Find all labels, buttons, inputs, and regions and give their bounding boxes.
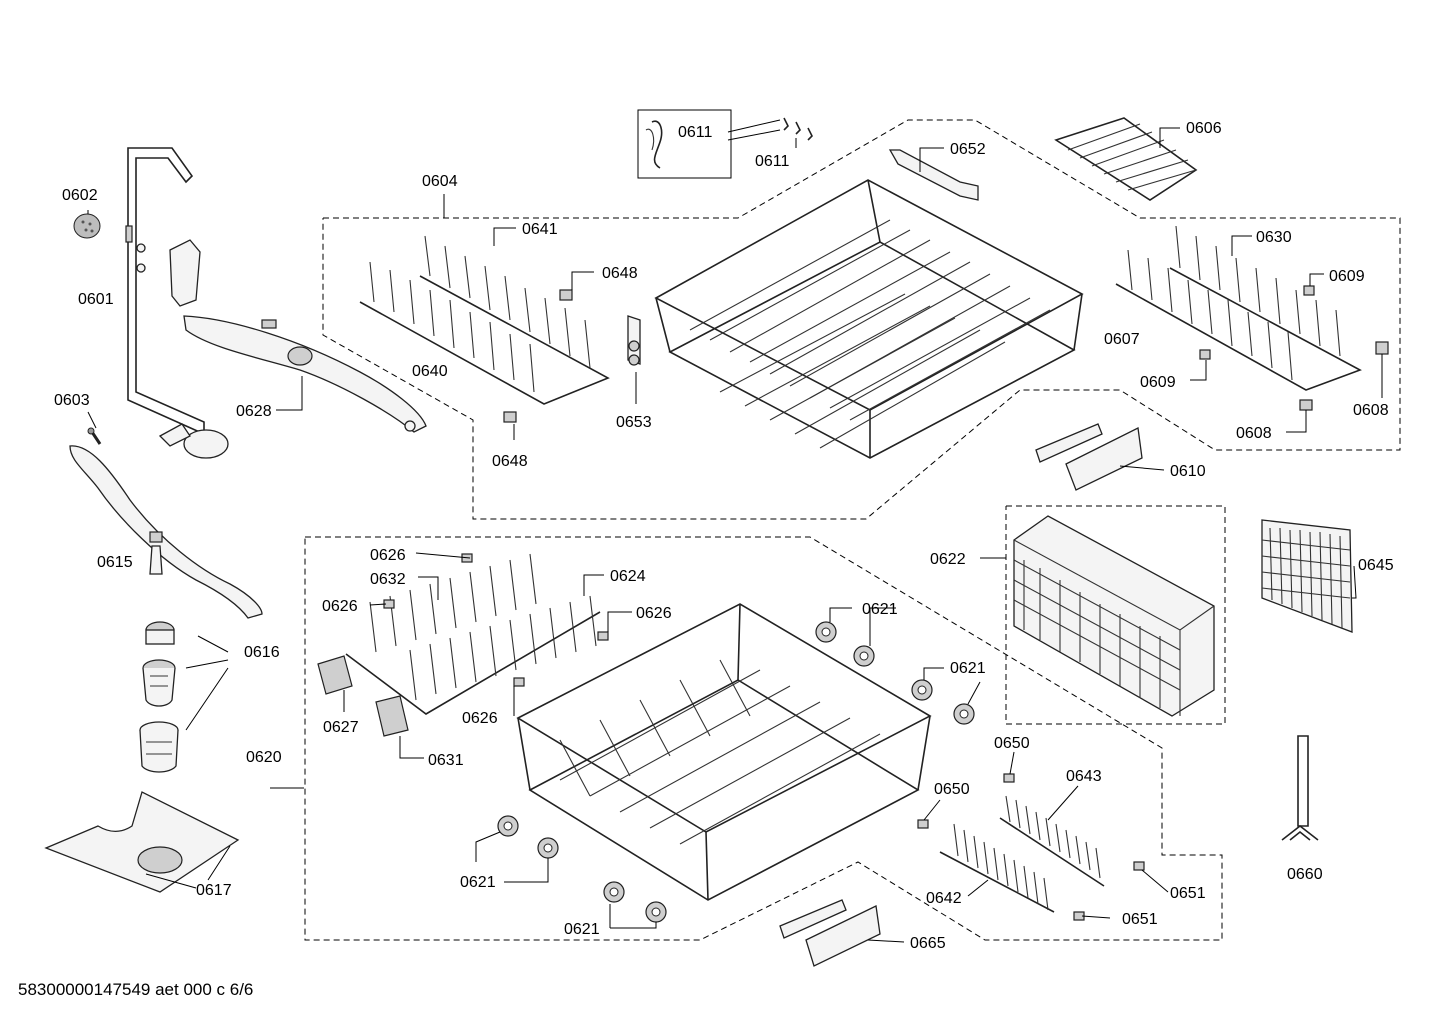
filter-cap-0602 [73,213,101,239]
label-0627: 0627 [323,719,359,736]
flat-filter-plate-0617 [44,791,240,893]
label-0621-c: 0621 [460,874,496,891]
clip-0648-a [559,289,573,301]
label-0607: 0607 [1104,331,1140,348]
label-0610: 0610 [1170,463,1206,480]
label-0608-b: 0608 [1236,425,1272,442]
screw-0603 [87,427,102,445]
lower-rack-group-boundary [304,536,1223,941]
label-0604: 0604 [422,173,458,190]
tine-row-0643 [999,795,1105,887]
label-0621-d: 0621 [564,921,600,938]
part-labels: 0602 0601 0603 0615 0616 0617 0628 0604 … [54,120,1394,952]
part-0611-cable [645,120,663,169]
bracket-0627 [317,655,353,695]
lower-rack-0620 [516,603,932,901]
upper-rack-group-boundary [322,119,1401,520]
grid-panel-0645 [1261,519,1353,633]
clip-0626-d [513,677,525,687]
label-0645: 0645 [1358,557,1394,574]
document-id: 58300000147549 aet 000 c 6/6 [18,980,254,999]
label-0620: 0620 [246,749,282,766]
label-0660: 0660 [1287,866,1323,883]
wheels-0621 [497,621,975,923]
label-0630: 0630 [1256,229,1292,246]
upper-rack-0652 [627,149,1084,459]
label-0652: 0652 [950,141,986,158]
cutlery-basket-group-boundary [1005,505,1226,725]
label-0602: 0602 [62,187,98,204]
label-0626-b: 0626 [322,598,358,615]
tine-row-0632 [345,553,601,715]
label-0609-b: 0609 [1140,374,1176,391]
label-0640: 0640 [412,363,448,380]
clip-0648-b [503,411,517,423]
label-0650-a: 0650 [994,735,1030,752]
bracket-0631 [375,695,409,737]
tine-row-0642 [939,823,1055,913]
clip-0650-a [1003,773,1015,783]
leader-lines [87,119,1383,943]
spray-arm-riser-0601 [125,147,229,459]
label-0617: 0617 [196,882,232,899]
lower-spray-arm-0615 [69,445,263,619]
clip-0608-a [1375,341,1389,355]
label-0628: 0628 [236,403,272,420]
label-0651-b: 0651 [1122,911,1158,928]
support-rod-0660 [1281,735,1319,841]
rack-insert-0607 [1115,225,1362,391]
rail-cover-0610 [1035,423,1143,491]
label-0626-d: 0626 [462,710,498,727]
label-0648-b: 0648 [492,453,528,470]
clip-0609-b [1199,349,1211,360]
label-0626-c: 0626 [636,605,672,622]
part-0611-clips [783,117,813,141]
label-0606: 0606 [1186,120,1222,137]
upper-spray-arm-0628 [169,239,427,433]
label-0615: 0615 [97,554,133,571]
cup-shelf-0606 [1054,117,1198,201]
label-0650-b: 0650 [934,781,970,798]
label-0603: 0603 [54,392,90,409]
clip-0651-a [1133,861,1145,871]
label-0611-a: 0611 [678,124,713,141]
label-0641: 0641 [522,221,558,238]
clip-0608-b [1299,399,1313,411]
label-0648-a: 0648 [602,265,638,282]
clip-0609-a [1303,285,1315,296]
clip-0626-c [597,631,609,641]
label-0642: 0642 [926,890,962,907]
label-0643: 0643 [1066,768,1102,785]
label-0609-a: 0609 [1329,268,1365,285]
label-0611-b: 0611 [755,153,790,170]
label-0626-a: 0626 [370,547,406,564]
label-0653: 0653 [616,414,652,431]
label-0608-a: 0608 [1353,402,1389,419]
label-0651-a: 0651 [1170,885,1206,902]
part-0611-inset-box [637,109,732,179]
label-0622: 0622 [930,551,966,568]
tine-row-0624 [409,595,597,701]
label-0624: 0624 [610,568,646,585]
clip-0650-b [917,819,929,829]
label-0632: 0632 [370,571,406,588]
cutlery-basket-0622 [1013,515,1215,717]
label-0616: 0616 [244,644,280,661]
label-0621-a: 0621 [862,601,898,618]
filter-assembly-0616 [139,621,179,773]
label-0601: 0601 [78,291,114,308]
rack-insert-0640 [359,235,610,405]
rail-cover-0665 [779,899,881,967]
label-0631: 0631 [428,752,464,769]
label-0621-b: 0621 [950,660,986,677]
label-0665: 0665 [910,935,946,952]
